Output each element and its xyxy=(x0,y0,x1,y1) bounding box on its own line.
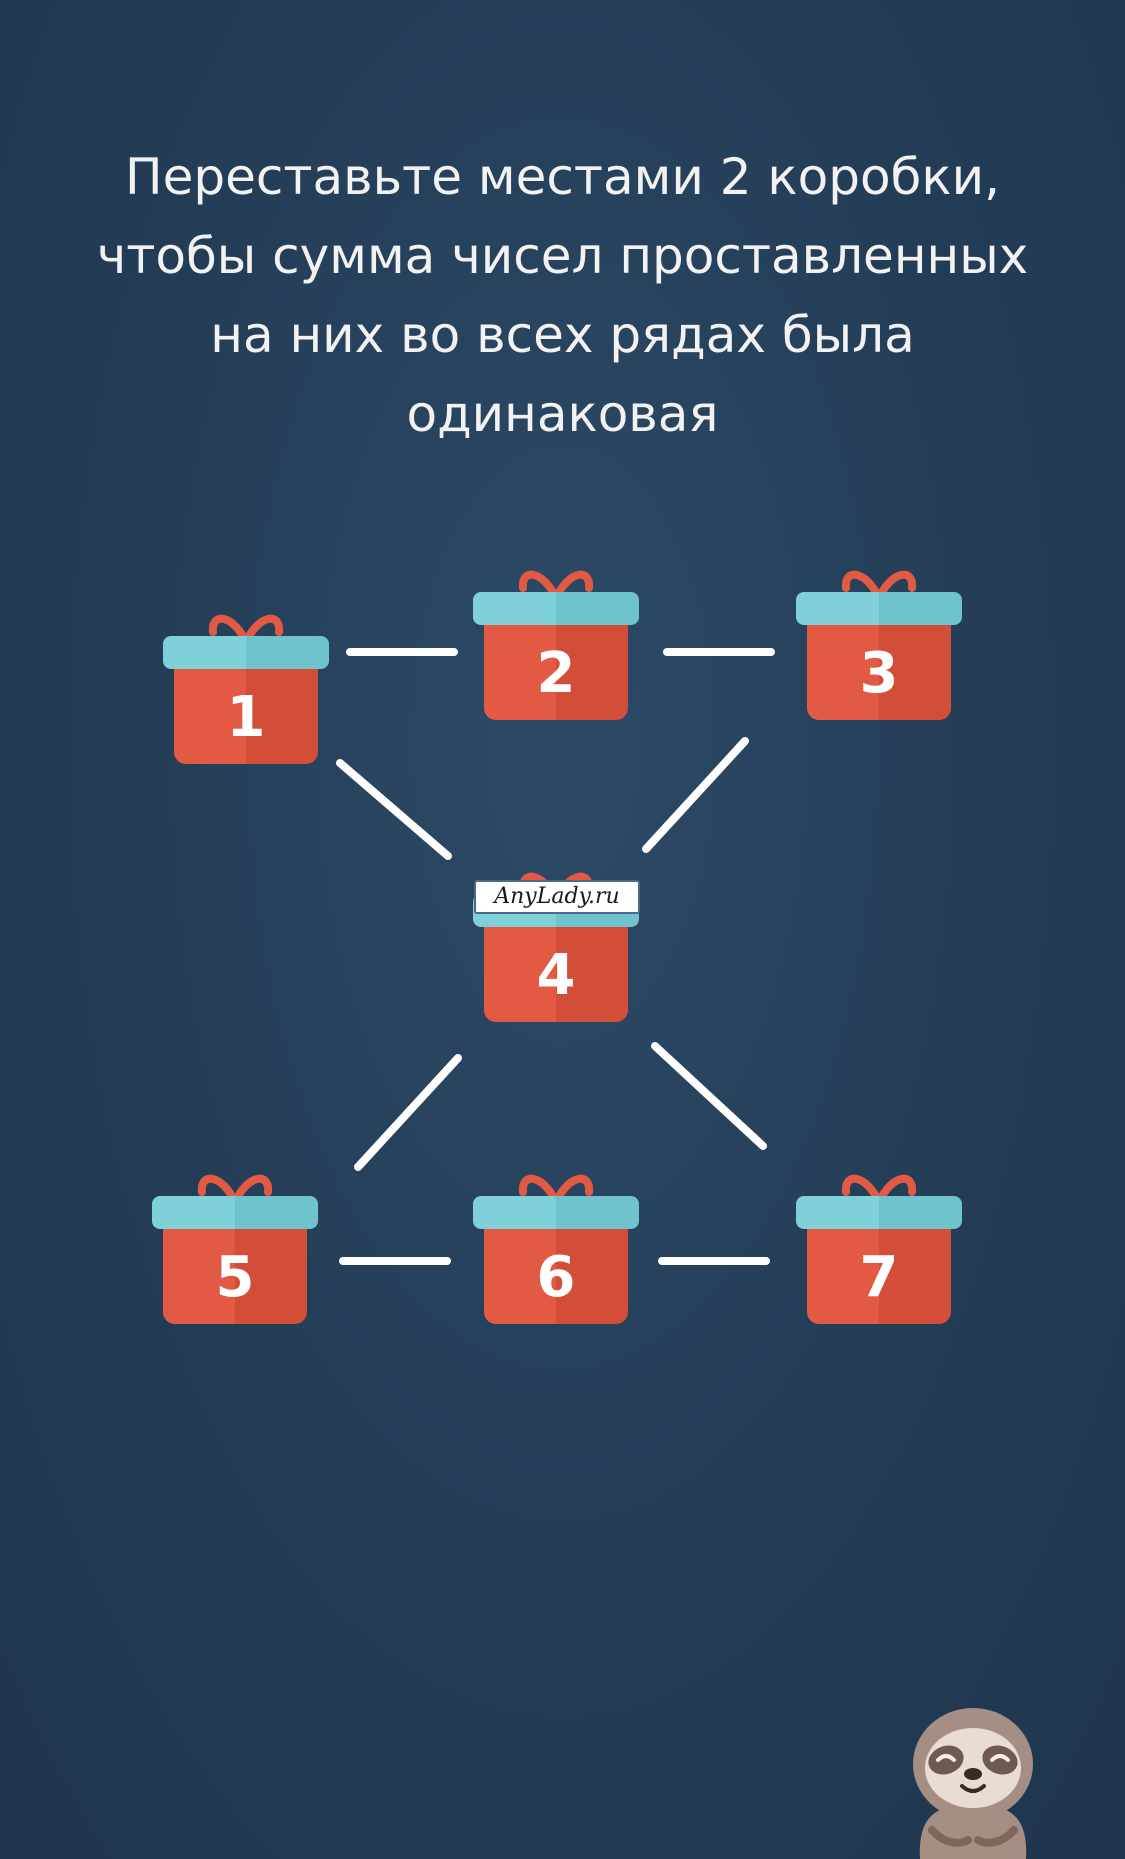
instruction-line: одинаковая xyxy=(406,385,719,443)
gift-box-3[interactable]: 3 xyxy=(796,562,962,720)
bow-icon xyxy=(841,570,917,602)
gift-box-number: 5 xyxy=(215,1245,255,1310)
connector-line-4-7 xyxy=(651,1042,767,1150)
gift-box-lid xyxy=(473,592,639,625)
sloth-icon xyxy=(913,1708,1033,1859)
connector-line-1-4 xyxy=(336,759,452,860)
gift-box-lid xyxy=(796,592,962,625)
gift-box-body xyxy=(484,625,628,720)
gift-box-body xyxy=(163,1229,307,1324)
gift-box-body xyxy=(484,1229,628,1324)
gift-box-7[interactable]: 7 xyxy=(796,1166,962,1324)
gift-box-body xyxy=(484,927,628,1022)
gift-box-6[interactable]: 6 xyxy=(473,1166,639,1324)
connector-line-3-4 xyxy=(642,737,749,853)
bow-icon xyxy=(518,570,594,602)
gift-box-number: 3 xyxy=(859,641,899,706)
gift-box-number: 6 xyxy=(536,1245,576,1310)
bow-icon xyxy=(518,1174,594,1206)
gift-box-number: 1 xyxy=(226,685,266,750)
instruction-line: Переставьте местами 2 коробки, xyxy=(125,148,1000,206)
gift-box-lid xyxy=(473,1196,639,1229)
connector-line-4-5 xyxy=(354,1054,462,1171)
gift-box-lid xyxy=(152,1196,318,1229)
gift-box-body xyxy=(174,669,318,764)
gift-box-1[interactable]: 1 xyxy=(163,606,329,764)
watermark-label: AnyLady.ru xyxy=(474,880,640,914)
gift-box-2[interactable]: 2 xyxy=(473,562,639,720)
gift-box-number: 4 xyxy=(536,943,576,1008)
puzzle-instruction: Переставьте местами 2 коробки, чтобы сум… xyxy=(40,138,1085,454)
bow-icon xyxy=(841,1174,917,1206)
gift-box-lid xyxy=(796,1196,962,1229)
gift-box-body xyxy=(807,625,951,720)
gift-box-5[interactable]: 5 xyxy=(152,1166,318,1324)
gift-box-lid xyxy=(163,636,329,669)
instruction-line: на них во всех рядах была xyxy=(210,306,915,364)
gift-box-number: 2 xyxy=(536,641,576,706)
bow-icon xyxy=(208,614,284,646)
gift-box-number: 7 xyxy=(859,1245,899,1310)
instruction-line: чтобы сумма чисел проставленных xyxy=(96,227,1029,285)
bow-icon xyxy=(197,1174,273,1206)
gift-box-body xyxy=(807,1229,951,1324)
